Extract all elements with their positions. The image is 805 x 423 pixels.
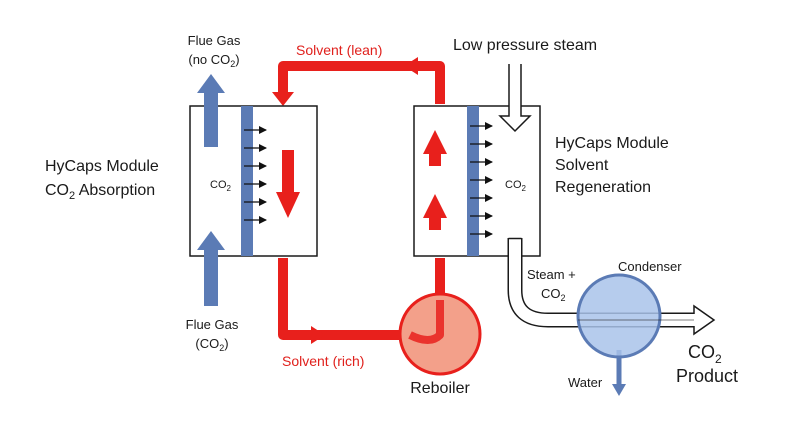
reboiler — [398, 292, 482, 376]
condenser-label: Condenser — [618, 259, 682, 274]
flue-gas-out-arrow — [197, 74, 225, 147]
regenerator-module: CO2 — [413, 105, 541, 257]
rich-direction-arrow — [311, 326, 325, 344]
co2-product-label: CO2 — [688, 342, 722, 366]
absorber-down-arrow — [276, 150, 300, 218]
rich-solvent-pipe — [278, 258, 410, 340]
regenerator-co2-label: CO2 — [505, 179, 527, 193]
solvent-loop — [272, 57, 445, 344]
reboiler-label: Reboiler — [410, 380, 470, 397]
low-pressure-steam-arrow — [498, 64, 532, 133]
absorber-co2-label: CO2 — [210, 179, 232, 193]
steam-co2-label: Steam + — [527, 267, 576, 282]
absorber-transfer-arrows — [244, 126, 267, 224]
steam-co2-label-line2: CO2 — [541, 286, 566, 303]
lean-direction-arrow — [404, 57, 418, 75]
regeneration-module-label-line3: Regeneration — [555, 179, 651, 196]
flue-gas-in-label: Flue Gas — [186, 317, 239, 332]
absorption-module-label: HyCaps Module — [45, 158, 159, 175]
regeneration-module-label: HyCaps Module — [555, 135, 669, 152]
co2-product-label-line2: Product — [676, 366, 738, 386]
regenerator-transfer-arrows — [470, 122, 493, 238]
lean-solvent-arrowhead — [272, 92, 294, 106]
regeneration-module-label-line2: Solvent — [555, 157, 609, 174]
flue-gas-in-label-line2: (CO2) — [195, 336, 228, 353]
condenser — [576, 273, 694, 396]
absorption-module-label-line2: CO2 Absorption — [45, 182, 155, 202]
solvent-lean-label: Solvent (lean) — [296, 42, 382, 58]
solvent-rich-label: Solvent (rich) — [282, 353, 364, 369]
water-label: Water — [568, 375, 603, 390]
steam-co2-outlet-pipe — [507, 237, 716, 336]
lean-solvent-pipe — [278, 61, 445, 104]
regenerator-up-arrow-top — [423, 130, 447, 166]
flue-gas-in-arrow — [197, 231, 225, 306]
flue-gas-out-label-line2: (no CO2) — [188, 52, 239, 69]
absorber-membrane — [241, 106, 253, 256]
low-pressure-steam-label: Low pressure steam — [453, 37, 597, 54]
regenerator-up-arrow-bottom — [423, 194, 447, 230]
flue-gas-out-label: Flue Gas — [188, 33, 241, 48]
